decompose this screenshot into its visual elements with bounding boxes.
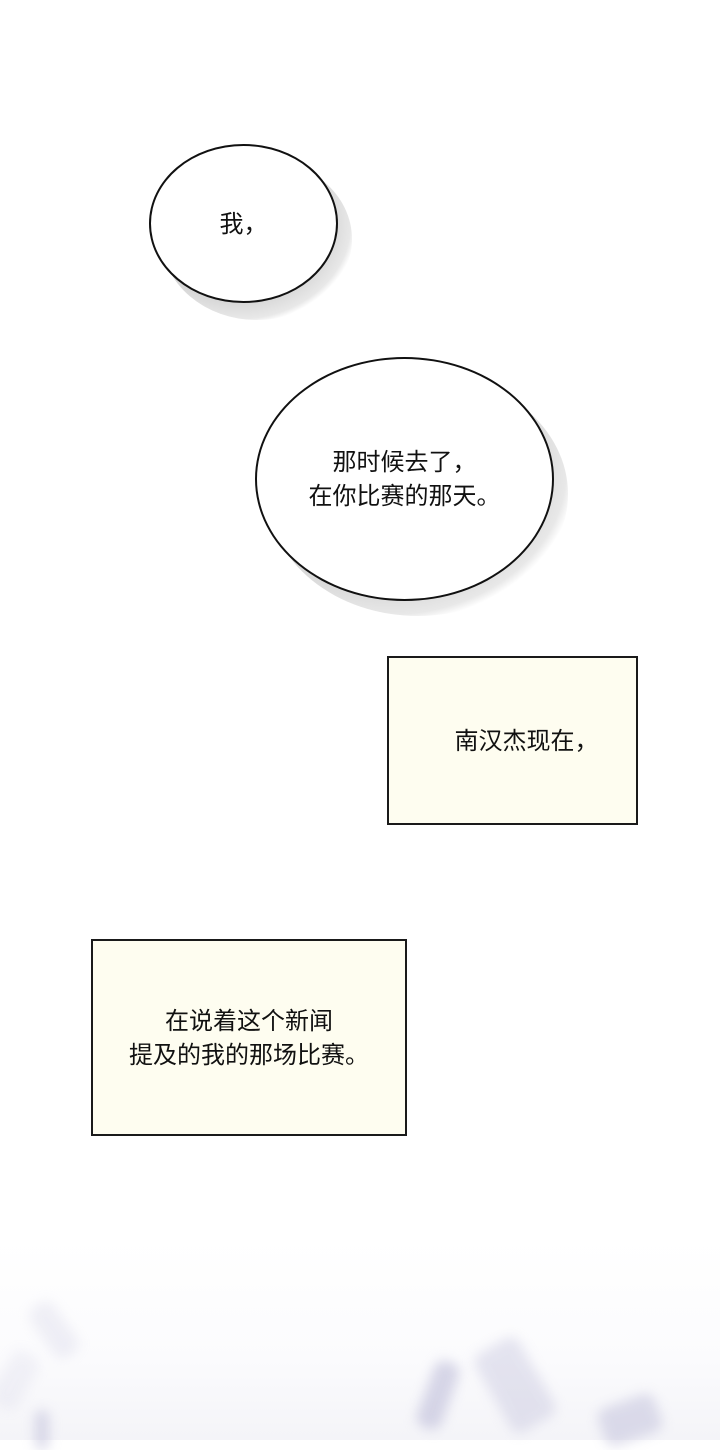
speech-bubble-1-text: 我，: [219, 209, 268, 238]
brush-stroke: [413, 1357, 463, 1433]
brush-stroke: [594, 1390, 666, 1450]
faded-background-art: [0, 1240, 720, 1450]
brush-stroke: [0, 1346, 43, 1414]
brush-stroke: [35, 1410, 49, 1450]
narration-box-1-text: 南汉杰现在，: [454, 726, 599, 755]
speech-bubble-2: 那时候去了， 在你比赛的那天。: [255, 357, 554, 601]
speech-bubble-1: 我，: [149, 144, 338, 303]
brush-stroke: [25, 1297, 83, 1363]
narration-box-1: 南汉杰现在，: [387, 656, 638, 825]
brush-stroke: [470, 1333, 560, 1437]
speech-bubble-2-text: 那时候去了， 在你比赛的那天。: [308, 448, 501, 510]
narration-box-2: 在说着这个新闻 提及的我的那场比赛。: [91, 939, 407, 1136]
narration-box-2-text: 在说着这个新闻 提及的我的那场比赛。: [129, 1006, 369, 1069]
